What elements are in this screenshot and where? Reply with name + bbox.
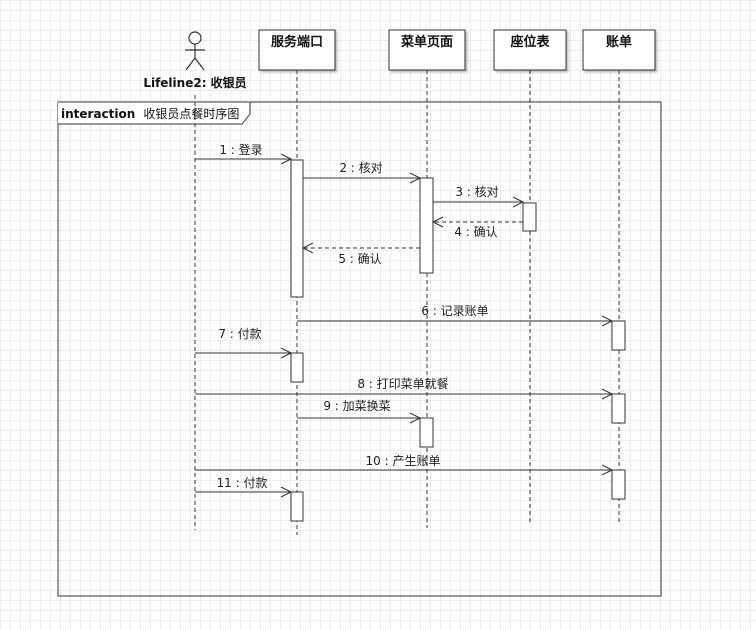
message-label: 9 : 加菜换菜 <box>323 399 390 413</box>
message-10[interactable]: 10 : 产生账单 <box>195 454 614 476</box>
message-label: 11 : 付款 <box>217 476 268 490</box>
actor-cashier[interactable]: Lifeline2: 收银员 <box>143 31 247 90</box>
message-label: 2 : 核对 <box>339 161 382 175</box>
activation-bar <box>611 320 626 351</box>
activation-bar <box>611 469 626 500</box>
message-9[interactable]: 9 : 加菜换菜 <box>297 399 422 424</box>
stick-figure-icon <box>185 31 205 71</box>
message-label: 10 : 产生账单 <box>366 454 441 468</box>
message-label: 8 : 打印菜单就餐 <box>357 376 448 391</box>
participant-bill[interactable]: 账单 <box>582 29 656 71</box>
message-2[interactable]: 2 : 核对 <box>303 161 422 184</box>
message-4[interactable]: 4 : 确认 <box>431 216 523 239</box>
participant-label: 座位表 <box>509 34 550 50</box>
interaction-frame: interaction 收银员点餐时序图 <box>57 101 662 597</box>
activation-bar <box>290 352 304 383</box>
message-label: 3 : 核对 <box>455 185 498 199</box>
participant-label: 服务端口 <box>271 34 323 50</box>
activation-bar <box>522 202 537 232</box>
message-5[interactable]: 5 : 确认 <box>301 242 420 266</box>
participant-label: 账单 <box>606 34 632 50</box>
activation-bar <box>290 159 304 298</box>
message-label: 7 : 付款 <box>218 327 261 341</box>
message-1[interactable]: 1 : 登录 <box>195 142 293 165</box>
message-label: 6 : 记录账单 <box>421 304 488 318</box>
message-label: 1 : 登录 <box>219 142 262 157</box>
message-3[interactable]: 3 : 核对 <box>433 185 525 208</box>
message-11[interactable]: 11 : 付款 <box>195 476 293 498</box>
activation-bar <box>419 177 434 274</box>
message-7[interactable]: 7 : 付款 <box>195 327 293 359</box>
svg-text:interaction 收银员点餐时序图: interaction 收银员点餐时序图 <box>61 103 239 122</box>
frame-keyword: interaction <box>61 107 135 121</box>
message-6[interactable]: 6 : 记录账单 <box>297 304 614 327</box>
message-label: 5 : 确认 <box>338 252 381 266</box>
participant-menu[interactable]: 菜单页面 <box>388 29 466 71</box>
participant-seat[interactable]: 座位表 <box>493 29 567 71</box>
activation-bar <box>611 393 626 424</box>
message-8[interactable]: 8 : 打印菜单就餐 <box>195 376 614 400</box>
activation-bar <box>419 417 434 448</box>
participant-label: 菜单页面 <box>400 34 453 50</box>
frame-name: 收银员点餐时序图 <box>143 106 239 121</box>
participant-service[interactable]: 服务端口 <box>258 29 336 71</box>
message-label: 4 : 确认 <box>454 225 497 239</box>
activation-bar <box>290 491 304 522</box>
actor-label: Lifeline2: 收银员 <box>143 75 246 90</box>
